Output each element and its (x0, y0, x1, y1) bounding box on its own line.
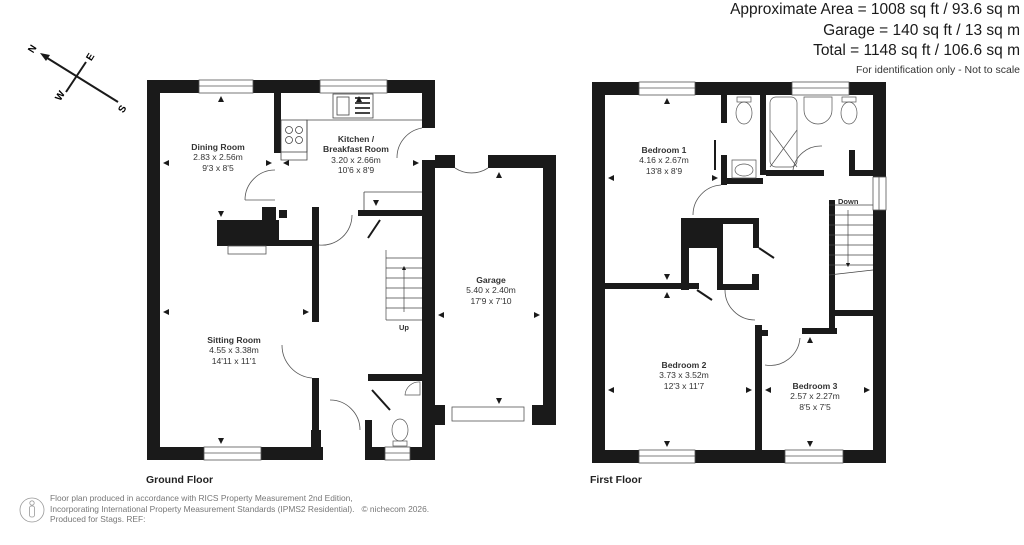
room-label-bedroom-1: Bedroom 1 4.16 x 2.67m 13'8 x 8'9 (639, 145, 689, 176)
ground-floor-walls (147, 80, 556, 460)
room-label-kitchen: Kitchen / Breakfast Room 3.20 x 2.66m 10… (323, 134, 389, 176)
identification-note: For identification only - Not to scale (856, 63, 1020, 76)
compass-icon: N E S W (26, 43, 129, 115)
footer-line-3: Produced for Stags. REF: (50, 514, 146, 524)
ground-wc-fixtures (391, 381, 421, 447)
kitchen-fixtures (280, 93, 422, 210)
stairs-down-label: Down (838, 197, 859, 206)
room-label-dining-room: Dining Room 2.83 x 2.56m 9'3 x 8'5 (191, 142, 245, 173)
copyright: © nichecom 2026. (361, 503, 430, 514)
total-area: Total = 1148 sq ft / 106.6 sq m (813, 42, 1020, 59)
ground-floor-doors (244, 127, 489, 431)
ground-stairs (385, 250, 422, 321)
first-stairs (828, 204, 874, 276)
person-icon (19, 497, 45, 523)
first-floor-walls (592, 82, 886, 463)
garage-area: Garage = 140 sq ft / 13 sq m (823, 21, 1020, 39)
ground-floor-windows (198, 79, 525, 461)
room-label-garage: Garage 5.40 x 2.40m 17'9 x 7'10 (466, 275, 516, 306)
measurement-arrows (163, 96, 870, 447)
svg-text:N: N (26, 43, 39, 55)
stairs-up-label: Up (399, 323, 409, 332)
room-label-bedroom-3: Bedroom 3 2.57 x 2.27m 8'5 x 7'5 (790, 381, 840, 412)
approximate-area: Approximate Area = 1008 sq ft / 93.6 sq … (730, 1, 1020, 18)
footer-line-1: Floor plan produced in accordance with R… (50, 493, 353, 503)
room-label-sitting-room: Sitting Room 4.55 x 3.38m 14'11 x 11'1 (207, 335, 261, 366)
bathroom-fixtures (714, 96, 858, 179)
first-floor-label: First Floor (590, 474, 642, 486)
svg-text:E: E (84, 51, 97, 63)
ground-floor-label: Ground Floor (146, 474, 214, 486)
area-summary: Approximate Area = 1008 sq ft / 93.6 sq … (730, 0, 1020, 76)
room-label-bedroom-2: Bedroom 2 3.73 x 3.52m 12'3 x 11'7 (659, 360, 709, 391)
footer-line-2: Incorporating International Property Mea… (50, 503, 430, 514)
svg-text:S: S (116, 103, 129, 115)
first-floor-doors (692, 145, 823, 366)
first-floor-windows (638, 81, 887, 464)
footer-disclaimer: Floor plan produced in accordance with R… (50, 493, 429, 525)
